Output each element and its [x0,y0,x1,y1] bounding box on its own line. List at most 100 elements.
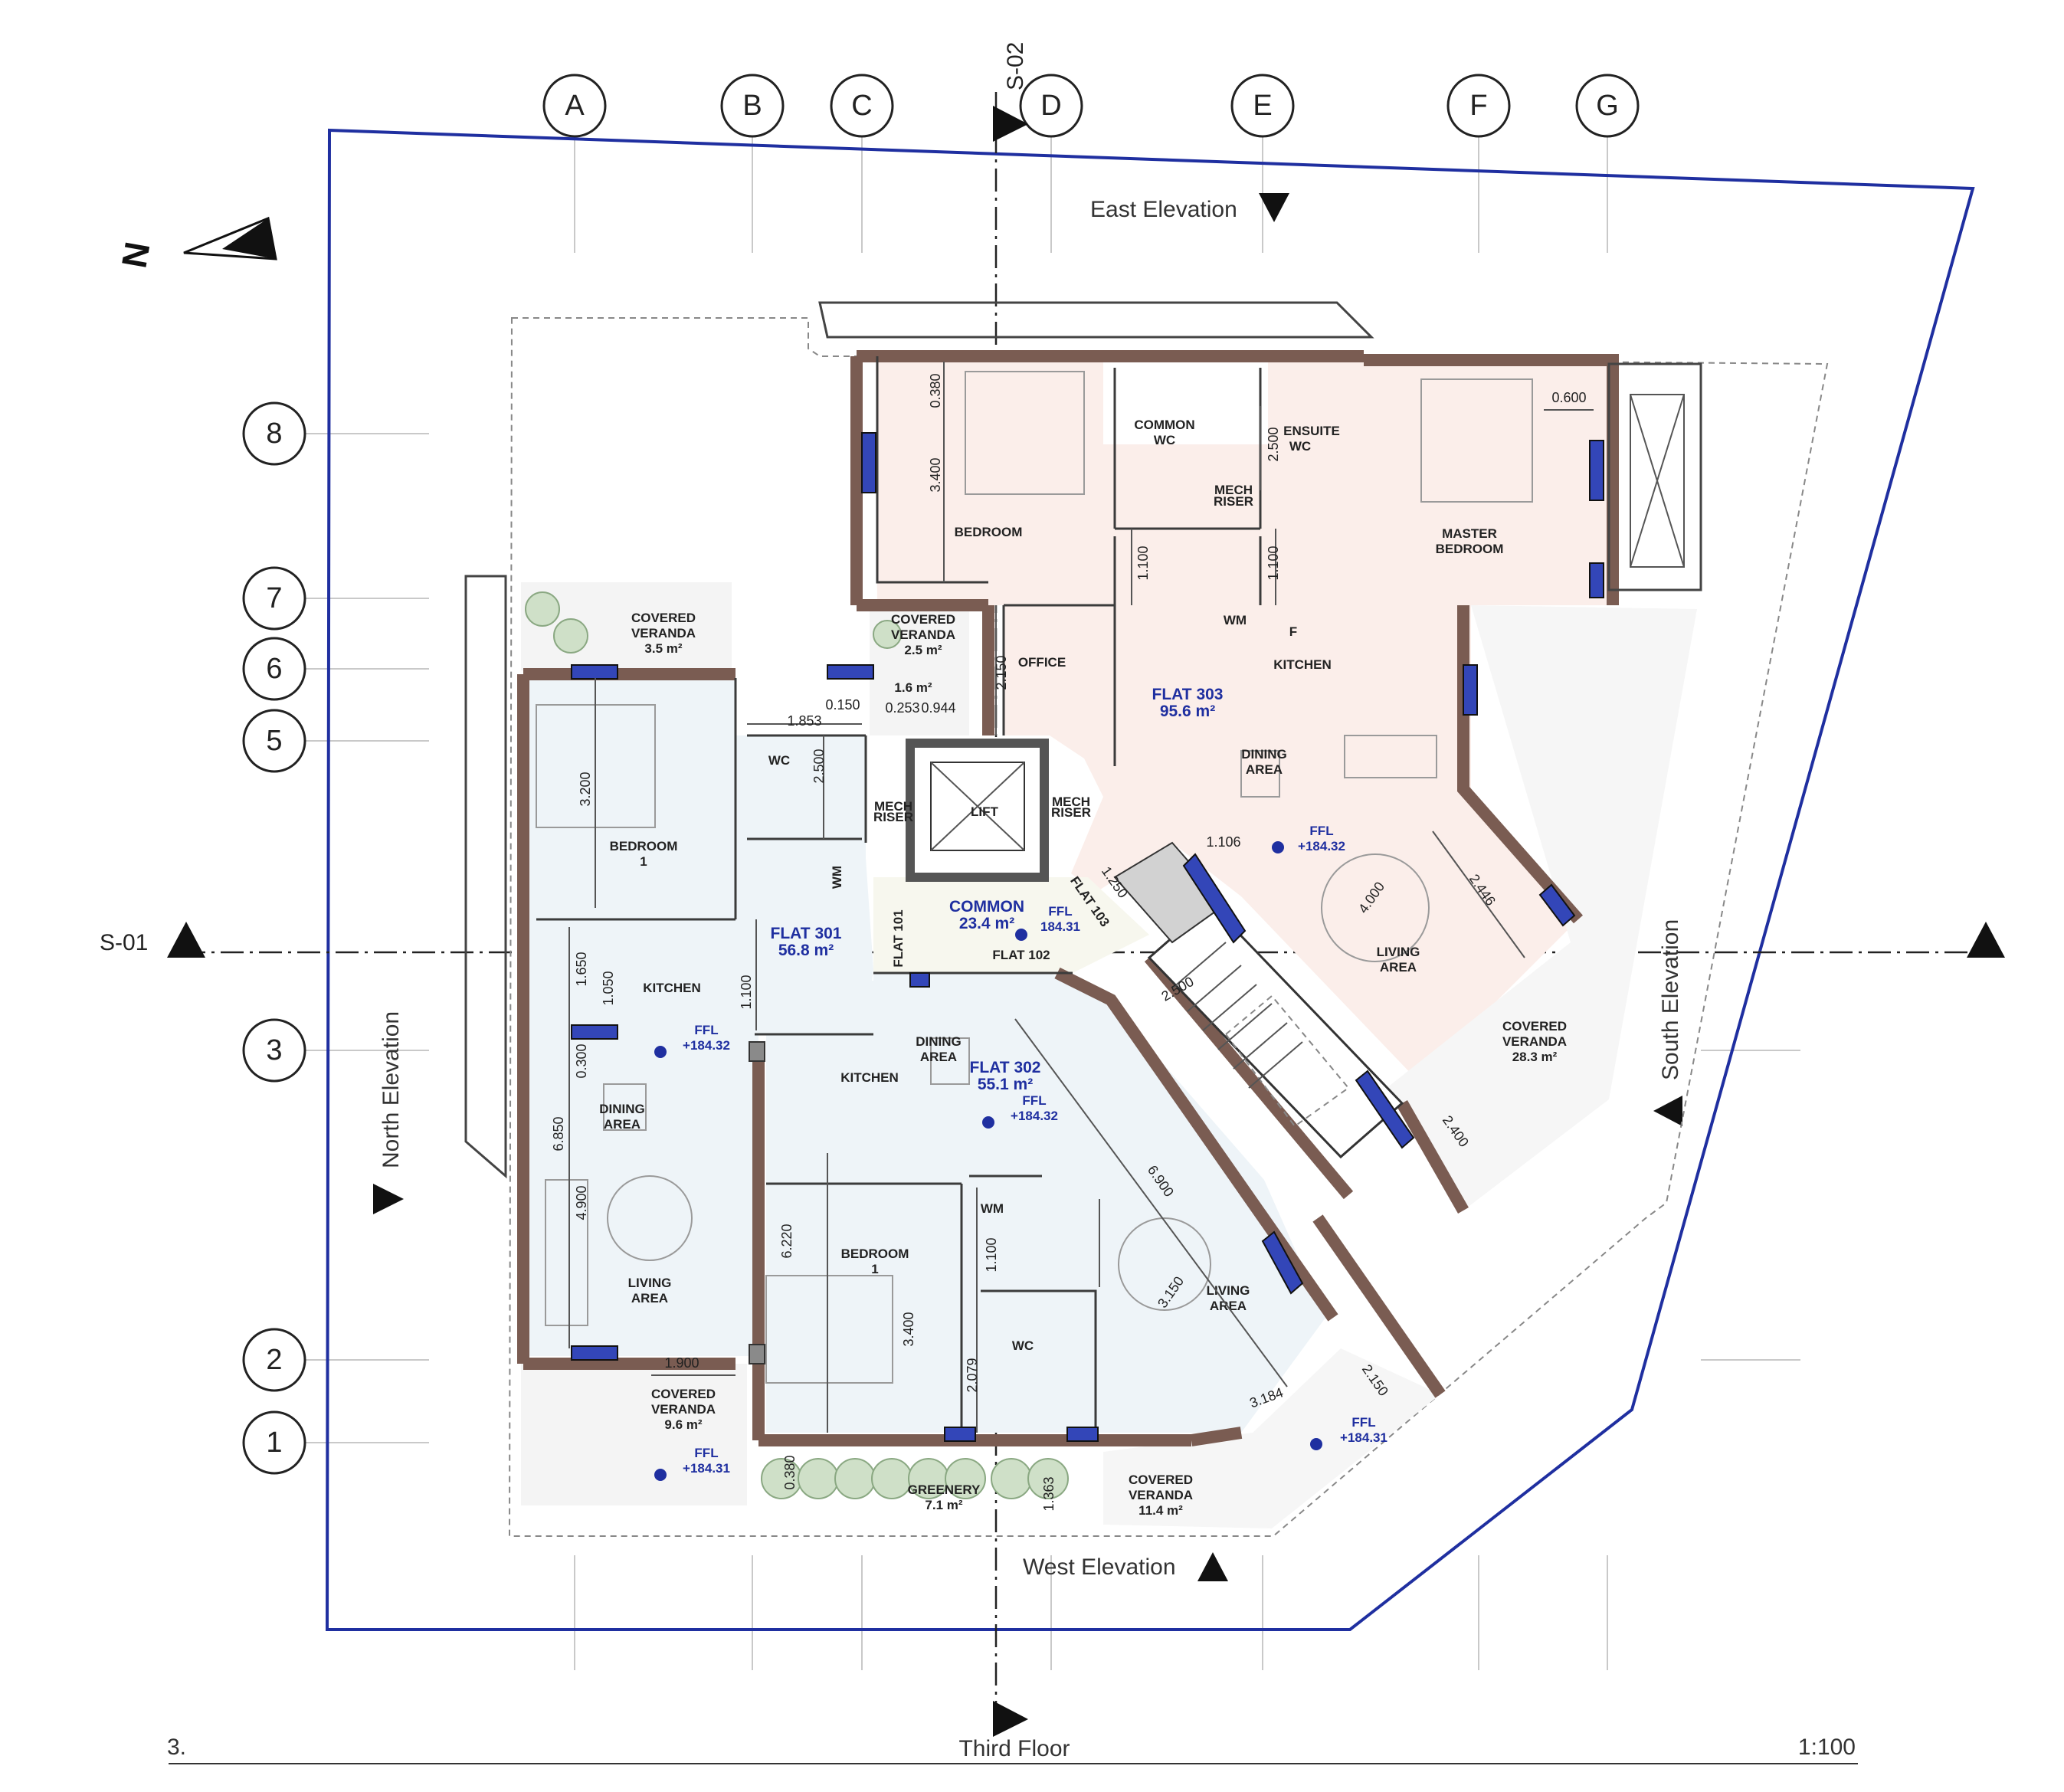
room-label-veranda-9-6-area: 9.6 m² [664,1417,702,1432]
room-label-kitchen-301: KITCHEN [643,981,701,995]
room-label-veranda-9-6: COVERED [651,1387,716,1401]
grid-bubble-5: 5 [242,709,306,773]
svg-text:FFL: FFL [694,1446,718,1460]
room-label-wm-302: WM [981,1201,1004,1216]
terraces [464,301,1702,1179]
svg-text:1: 1 [266,1427,282,1459]
dim-1-900: 1.900 [664,1355,699,1371]
svg-text:S-02: S-02 [1003,42,1028,90]
room-label-veranda-2-5-area: 2.5 m² [904,643,942,657]
svg-text:FFL: FFL [1309,824,1333,838]
room-labels: BEDROOM COMMON WC ENSUITE WC MECH RISER … [599,418,1567,1518]
svg-text:G: G [1596,90,1619,122]
ffl-marker-common: FFL 184.31 [1015,904,1080,941]
section-marker-s01-left: S-01 [100,922,205,958]
flat-303-area: 95.6 m² [1160,703,1215,720]
room-label-veranda-3-5: COVERED [631,611,696,625]
drawing-scale: 1:100 [1798,1735,1856,1760]
grid-bubble-b: B [720,74,785,138]
grid-bubble-2: 2 [242,1328,306,1392]
windows [571,432,1604,1442]
south-elevation-marker: South Elevation [1653,919,1683,1126]
room-label-veranda-9-6b: VERANDA [651,1402,716,1417]
veranda-9-6-fill [521,1364,747,1505]
grid-bubble-c: C [830,74,894,138]
dim-6-850: 6.850 [551,1116,566,1151]
room-label-bedroom1-302: BEDROOM [841,1247,909,1261]
veranda-28-3-fill [1387,605,1697,1211]
svg-text:5: 5 [266,725,282,757]
svg-text:+184.32: +184.32 [683,1038,730,1053]
title-bar: 3. Third Floor 1:100 [167,1735,1858,1764]
dim-2-079: 2.079 [965,1358,980,1392]
flat-302-name: FLAT 302 [970,1059,1041,1076]
dim-1-100-wc302: 1.100 [984,1237,999,1272]
dim-4-900: 4.900 [574,1185,589,1220]
north-elevation-marker: North Elevation [373,1011,404,1214]
common-fill [873,877,1149,973]
room-label-office: OFFICE [1018,655,1066,670]
dim-1-100-wc: 1.100 [1135,545,1151,580]
grid-bubble-d: D [1019,74,1083,138]
grid-bubble-a: A [542,74,607,138]
dim-2-500-ensuite: 2.500 [1266,427,1281,461]
svg-text:F: F [1469,90,1487,122]
svg-text:South Elevation: South Elevation [1658,919,1683,1080]
flat-303-fill [876,356,1609,1080]
room-label-dining-302: DINING [916,1034,962,1049]
section-marker-s02-top: S-02 [993,42,1028,142]
room-label-bedroom1-302b: 1 [871,1262,878,1276]
stair-core [1113,841,1404,1159]
veranda-11-4-fill [1103,1348,1440,1528]
room-label-living-303b: AREA [1380,960,1417,975]
svg-text:7: 7 [266,582,282,614]
room-label-living-302: LIVING [1207,1283,1250,1298]
room-label-ensuite-2: WC [1289,439,1311,454]
grid-row-bubbles: 8 7 6 5 3 2 1 [242,401,306,1475]
room-label-mech-right: MECH [1052,794,1090,809]
room-label-veranda-2-5: COVERED [891,612,955,627]
ffl-markers: FFL +184.32 FFL 184.31 FFL +184.32 FFL +… [654,824,1387,1481]
dim-0-150: 0.150 [825,697,860,713]
flat-303-name: FLAT 303 [1152,686,1224,703]
furniture [536,371,1533,1384]
svg-text:184.31: 184.31 [1040,919,1080,934]
flat-302-fill [766,973,1325,1433]
tag-flat-102: FLAT 102 [992,948,1050,962]
grid-column-bubbles: A B C D E F G [542,74,1640,138]
grid-bubble-e: E [1230,74,1295,138]
svg-text:N: N [113,239,157,271]
svg-text:FFL: FFL [1048,904,1072,919]
svg-text:+184.31: +184.31 [1340,1430,1387,1445]
room-label-dining-303b: AREA [1246,762,1283,777]
grid-bubble-7: 7 [242,566,306,631]
svg-text:FFL: FFL [1022,1093,1046,1108]
common-name: COMMON [949,898,1024,916]
flat-301-name: FLAT 301 [771,925,842,942]
dim-1-363: 1.363 [1041,1476,1057,1511]
room-label-living-301: LIVING [628,1276,672,1290]
room-label-veranda-11-4b: VERANDA [1129,1488,1193,1502]
dim-3-400-bed302: 3.400 [901,1312,916,1346]
svg-text:D: D [1040,90,1061,122]
svg-text:C: C [851,90,872,122]
room-label-bedroom-303: BEDROOM [955,525,1023,539]
room-label-kitchen-303: KITCHEN [1273,657,1332,672]
svg-text:+184.31: +184.31 [683,1461,730,1476]
room-label-veranda-28-3b: VERANDA [1502,1034,1567,1049]
svg-text:East Elevation: East Elevation [1090,197,1237,222]
dim-0-600: 0.600 [1551,390,1586,405]
room-label-dining-301b: AREA [604,1117,640,1132]
room-label-mech-riser-2: RISER [1214,494,1253,509]
dim-0-253: 0.253 [885,700,919,716]
room-label-kitchen-302: KITCHEN [840,1070,899,1085]
dim-1-050: 1.050 [601,971,616,1005]
grid-bubble-g: G [1575,74,1640,138]
svg-text:FFL: FFL [1351,1415,1375,1430]
room-label-veranda-2-5b: VERANDA [891,627,955,642]
room-label-living-301b: AREA [631,1291,668,1306]
room-label-living-303: LIVING [1377,945,1420,959]
room-label-bedroom1-301: BEDROOM [610,839,678,853]
dim-0-944: 0.944 [921,700,955,716]
dim-1-106: 1.106 [1206,834,1240,850]
